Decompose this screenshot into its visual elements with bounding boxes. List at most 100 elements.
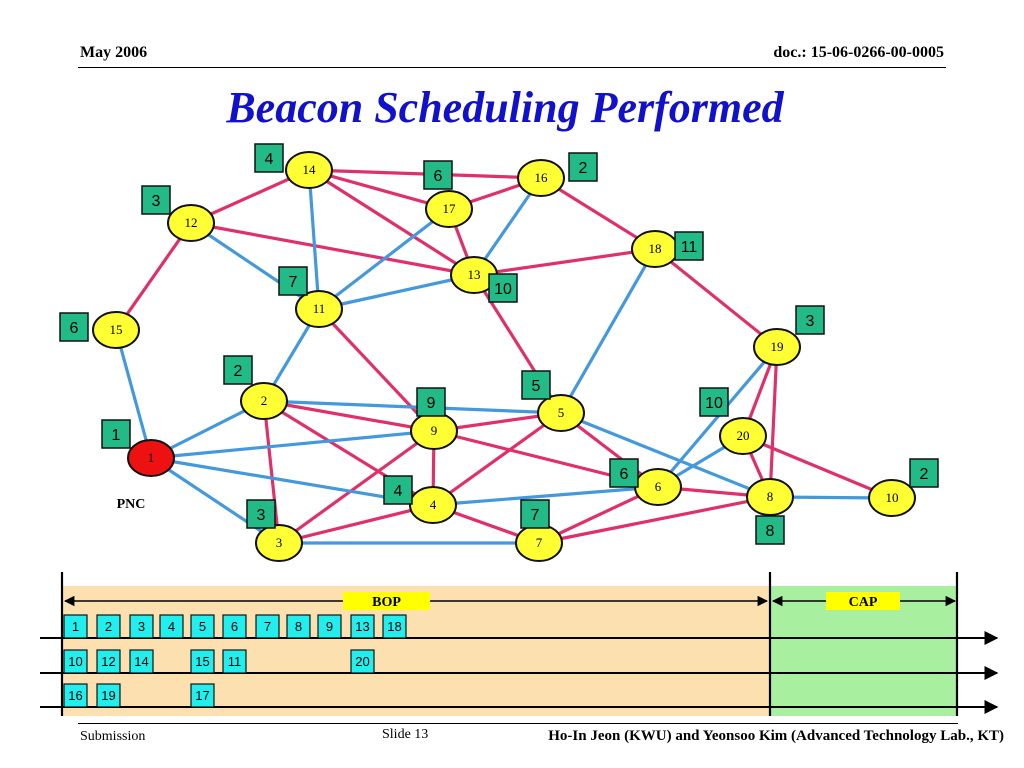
beacon-slot-box	[222, 649, 247, 674]
slot-tag-n12: 3	[141, 185, 171, 215]
beacon-slot-label: 20	[355, 654, 369, 669]
beacon-slot-box	[159, 614, 184, 639]
node-4: 4	[409, 486, 457, 524]
beacon-slot-17: 17	[190, 683, 215, 708]
beacon-slot-1: 1	[63, 614, 88, 639]
node-16: 16	[517, 159, 565, 197]
link-n14-n17	[308, 168, 450, 211]
slot-tag-n20: 10	[699, 387, 729, 417]
slot-tag-box	[909, 458, 939, 488]
footer-authors: Ho-In Jeon (KWU) and Yeonsoo Kim (Advanc…	[548, 728, 1004, 744]
footer-rule	[78, 723, 958, 724]
beacon-slot-19: 19	[96, 683, 121, 708]
beacon-slot-label: 4	[168, 619, 175, 634]
beacon-slot-label: 12	[101, 654, 115, 669]
beacon-slot-label: 19	[101, 688, 115, 703]
beacon-slot-11: 11	[222, 649, 247, 674]
slot-tag-box	[795, 305, 825, 335]
cap-label: CAP	[849, 595, 878, 610]
node-9: 9	[410, 412, 458, 450]
link-n19-n8	[768, 346, 779, 498]
beacon-slot-box	[317, 614, 342, 639]
node-circle	[92, 311, 140, 349]
beacon-slot-label: 5	[199, 619, 206, 634]
slot-tag-n8: 8	[755, 515, 785, 545]
slot-tag-box	[59, 312, 89, 342]
beacon-slot-16: 16	[63, 683, 88, 708]
node-label: 4	[430, 497, 437, 512]
node-circle	[517, 159, 565, 197]
node-20: 20	[719, 417, 767, 455]
cap-label-box	[826, 592, 900, 610]
node-14: 14	[285, 151, 333, 189]
slot-tag-box	[278, 266, 308, 296]
beacon-slot-box	[286, 614, 311, 639]
node-circle	[167, 204, 215, 242]
slot-tag-label: 1	[112, 427, 121, 444]
slot-tag-n3: 3	[246, 499, 276, 529]
beacon-slot-box	[96, 614, 121, 639]
beacon-slot-box	[350, 614, 375, 639]
beacon-slot-box	[129, 614, 154, 639]
node-label: 11	[313, 301, 326, 316]
slot-tag-n7: 7	[520, 499, 550, 529]
slot-tag-box	[488, 273, 518, 303]
beacon-slot-20: 20	[350, 649, 375, 674]
node-3: 3	[255, 524, 303, 562]
node-label: 19	[771, 339, 784, 354]
link-n4-n5	[432, 411, 562, 507]
bop-label: BOP	[372, 595, 401, 610]
slot-tag-label: 4	[394, 483, 403, 500]
slot-tag-box	[223, 355, 253, 385]
node-18: 18	[631, 230, 679, 268]
slot-tag-box	[416, 387, 446, 417]
link-n1-n9	[150, 429, 435, 460]
slot-tag-box	[674, 231, 704, 261]
node-circle	[255, 524, 303, 562]
beacon-slot-label: 13	[355, 619, 369, 634]
beacon-slot-label: 1	[72, 619, 79, 634]
beacon-slot-5: 5	[190, 614, 215, 639]
link-n16-n18	[540, 176, 656, 251]
node-label: 5	[558, 405, 565, 420]
node-label: 15	[110, 322, 123, 337]
beacon-slot-12: 12	[96, 649, 121, 674]
link-n11-n9	[317, 307, 436, 433]
link-n20-n10	[742, 434, 893, 500]
link-n14-n13	[308, 168, 475, 277]
slot-tag-label: 6	[434, 168, 443, 185]
node-label: 10	[886, 490, 899, 505]
beacon-slot-box	[222, 614, 247, 639]
slot-tag-label: 3	[152, 193, 161, 210]
node-label: 2	[261, 393, 268, 408]
node-10: 10	[868, 479, 916, 517]
beacon-slot-label: 6	[231, 619, 238, 634]
bop-label-box	[343, 592, 430, 610]
beacon-slot-box	[63, 649, 88, 674]
header-doc-number: doc.: 15-06-0266-00-0005	[773, 44, 944, 61]
node-6: 6	[634, 468, 682, 506]
link-n6-n19	[656, 345, 779, 489]
slot-tag-box	[699, 387, 729, 417]
node-11: 11	[295, 290, 343, 328]
slot-tag-n13: 10	[488, 273, 518, 303]
slot-tag-box	[101, 419, 131, 449]
node-label: 8	[767, 489, 774, 504]
node-circle	[285, 151, 333, 189]
beacon-slot-8: 8	[286, 614, 311, 639]
node-circle	[746, 478, 794, 516]
link-n11-n13	[318, 273, 475, 311]
slot-tag-label: 2	[920, 466, 929, 483]
slot-tag-label: 11	[681, 239, 698, 256]
beacon-slot-18: 18	[382, 614, 407, 639]
slot-tag-box	[141, 185, 171, 215]
link-n13-n18	[473, 247, 656, 277]
slot-tag-label: 5	[532, 378, 541, 395]
link-n5-n8	[560, 411, 771, 499]
beacon-slot-4: 4	[159, 614, 184, 639]
slot-tag-label: 7	[289, 274, 298, 291]
beacon-slot-label: 14	[134, 654, 148, 669]
slot-tag-box	[254, 143, 284, 173]
node-12: 12	[167, 204, 215, 242]
